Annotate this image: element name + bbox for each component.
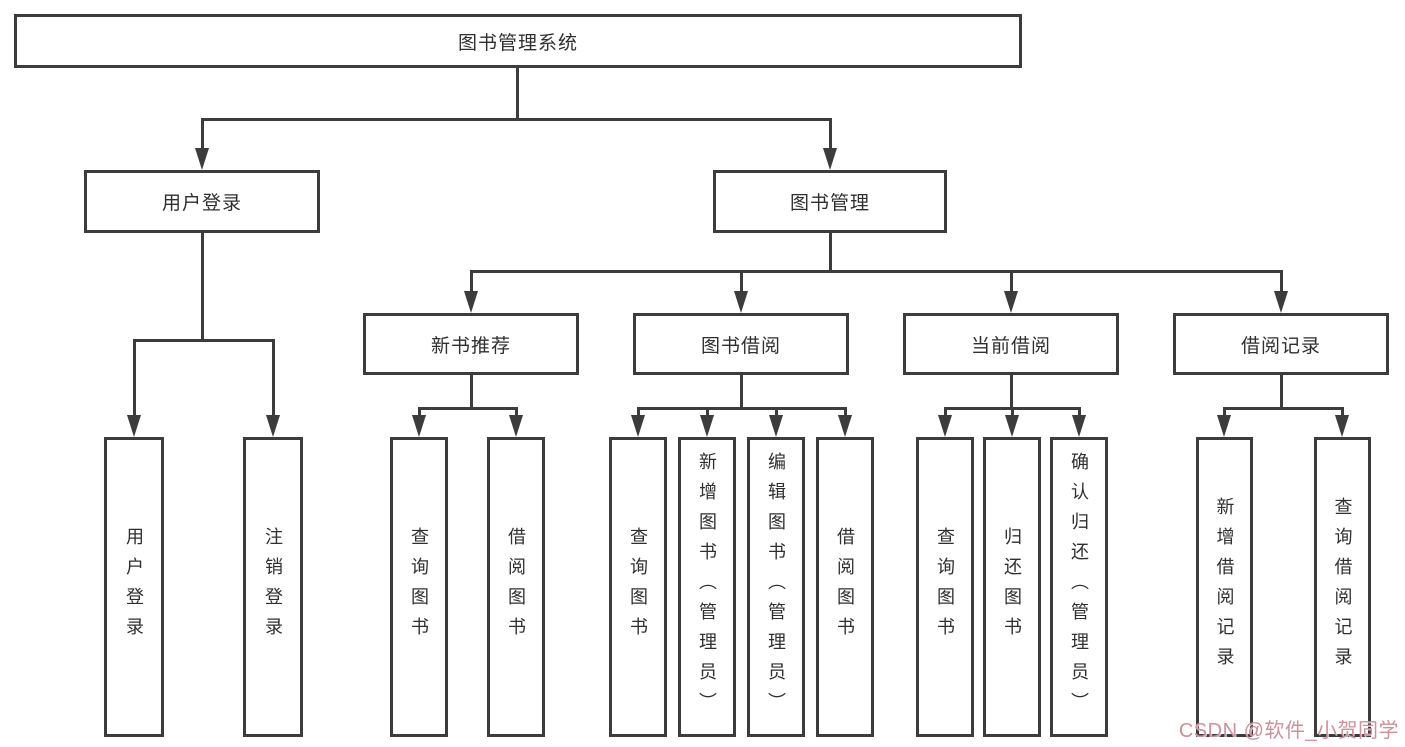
arrow-down-icon: [734, 291, 748, 313]
arrow-down-icon: [1004, 291, 1018, 313]
leaf-query-borrow-record: 查询借阅记录: [1314, 437, 1371, 737]
node-book-management: 图书管理: [713, 170, 947, 233]
connector-leaf-drop: [775, 407, 778, 419]
node-borrow-records: 借阅记录: [1173, 313, 1389, 375]
arrow-down-icon: [195, 148, 209, 170]
leaf-logout-label: 注销登录: [263, 527, 283, 647]
node-new-book-recommend: 新书推荐: [363, 313, 579, 375]
leaf-borrow-books-recommend-label: 借阅图书: [506, 527, 526, 647]
connector-leaf-drop: [1341, 407, 1344, 419]
node-borrow-records-label: 借阅记录: [1240, 335, 1321, 357]
connector-book-management-drop: [829, 118, 832, 152]
connector-leaf-drop: [133, 339, 136, 419]
connector-root-branch: [201, 118, 832, 121]
leaf-borrow-books-recommend: 借阅图书: [487, 437, 545, 737]
connector-leaf-drop: [844, 407, 847, 419]
connector-user-login-stem: [201, 233, 204, 342]
leaf-add-borrow-record: 新增借阅记录: [1196, 437, 1253, 737]
node-root: 图书管理系统: [14, 14, 1022, 68]
connector-user-login-drop: [201, 118, 204, 152]
connector-level2-drop: [470, 270, 473, 295]
arrow-down-icon: [127, 415, 141, 437]
connector-book-borrowing-stem: [740, 375, 743, 410]
node-user-login-label: 用户登录: [161, 193, 242, 214]
leaf-add-book-admin: 新增图书（管理员）: [678, 437, 736, 737]
connector-book-management-stem: [829, 233, 832, 273]
leaf-return-books: 归还图书: [983, 437, 1041, 737]
leaf-confirm-return-admin-label: 确认归还（管理员）: [1069, 452, 1089, 722]
leaf-borrow-books: 借阅图书: [816, 437, 874, 737]
leaf-confirm-return-admin: 确认归还（管理员）: [1050, 437, 1108, 737]
leaf-query-books-current-label: 查询图书: [935, 527, 955, 647]
connector-leaf-drop: [418, 407, 421, 419]
leaf-query-books-recommend: 查询图书: [390, 437, 448, 737]
node-current-borrowing-label: 当前借阅: [970, 335, 1051, 357]
arrow-down-icon: [823, 148, 837, 170]
leaf-add-book-admin-label: 新增图书（管理员）: [697, 452, 717, 722]
connector-leaf-drop: [1011, 407, 1014, 419]
leaf-add-borrow-record-label: 新增借阅记录: [1214, 497, 1235, 677]
csdn-watermark: CSDN @软件_小贺同学: [1178, 720, 1399, 742]
leaf-edit-book-admin: 编辑图书（管理员）: [747, 437, 805, 737]
connector-user-login-branch: [133, 339, 275, 342]
arrow-down-icon: [1335, 415, 1349, 437]
arrow-down-icon: [464, 291, 478, 313]
connector-new-book-stem: [470, 375, 473, 410]
connector-leaf-drop: [944, 407, 947, 419]
leaf-user-login: 用户登录: [104, 437, 164, 737]
leaf-query-books-recommend-label: 查询图书: [409, 527, 429, 647]
arrow-down-icon: [1217, 415, 1231, 437]
connector-leaf-drop: [706, 407, 709, 419]
connector-borrow-records-branch: [1223, 407, 1344, 410]
arrow-down-icon: [700, 415, 714, 437]
connector-new-book-branch: [418, 407, 518, 410]
node-root-label: 图书管理系统: [457, 32, 578, 54]
leaf-borrow-books-label: 借阅图书: [835, 527, 855, 647]
leaf-return-books-label: 归还图书: [1002, 527, 1022, 647]
leaf-logout: 注销登录: [243, 437, 303, 737]
arrow-down-icon: [631, 415, 645, 437]
connector-book-management-branch: [470, 270, 1282, 273]
connector-root-stem: [516, 68, 519, 121]
connector-leaf-drop: [1078, 407, 1081, 419]
node-current-borrowing: 当前借阅: [903, 313, 1119, 375]
connector-borrow-records-stem: [1280, 375, 1283, 410]
connector-current-borrowing-stem: [1010, 375, 1013, 410]
node-book-management-label: 图书管理: [789, 193, 870, 214]
leaf-query-books-borrowing-label: 查询图书: [628, 527, 648, 647]
arrow-down-icon: [509, 415, 523, 437]
node-user-login: 用户登录: [84, 170, 320, 233]
connector-leaf-drop: [515, 407, 518, 419]
connector-level2-drop: [1280, 270, 1283, 295]
leaf-query-books-current: 查询图书: [916, 437, 974, 737]
arrow-down-icon: [838, 415, 852, 437]
arrow-down-icon: [1005, 415, 1019, 437]
leaf-user-login-label: 用户登录: [124, 527, 144, 647]
connector-book-borrowing-branch: [637, 407, 847, 410]
connector-leaf-drop: [272, 339, 275, 419]
arrow-down-icon: [266, 415, 280, 437]
arrow-down-icon: [412, 415, 426, 437]
node-book-borrowing: 图书借阅: [633, 313, 849, 375]
connector-leaf-drop: [1223, 407, 1226, 419]
leaf-query-books-borrowing: 查询图书: [609, 437, 667, 737]
arrow-down-icon: [1274, 291, 1288, 313]
leaf-query-borrow-record-label: 查询借阅记录: [1332, 497, 1353, 677]
arrow-down-icon: [938, 415, 952, 437]
arrow-down-icon: [769, 415, 783, 437]
connector-level2-drop: [740, 270, 743, 295]
node-new-book-recommend-label: 新书推荐: [430, 335, 511, 357]
node-book-borrowing-label: 图书借阅: [700, 335, 781, 357]
connector-leaf-drop: [637, 407, 640, 419]
leaf-edit-book-admin-label: 编辑图书（管理员）: [766, 452, 786, 722]
connector-level2-drop: [1010, 270, 1013, 295]
arrow-down-icon: [1072, 415, 1086, 437]
